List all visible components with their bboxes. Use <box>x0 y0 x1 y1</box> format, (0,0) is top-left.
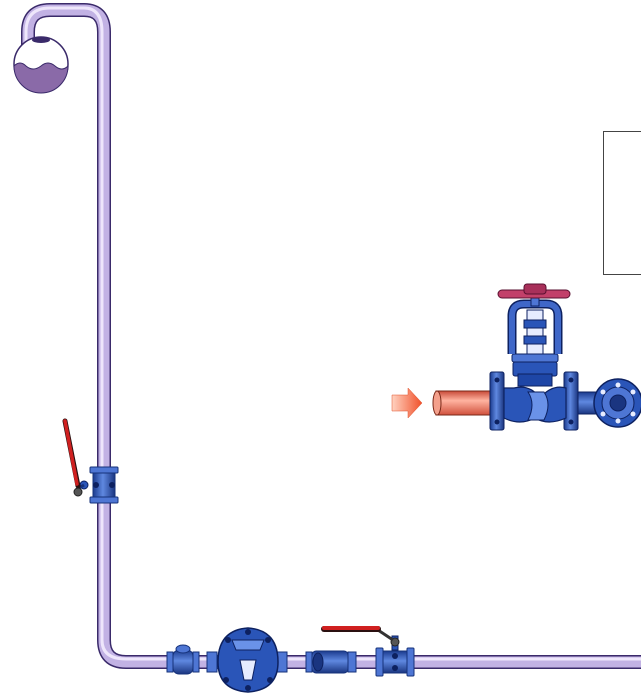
ball-valve-horizontal[interactable] <box>321 626 415 677</box>
flow-arrow-icon <box>391 387 423 419</box>
steam-pipe <box>432 390 493 416</box>
strainer-icon[interactable] <box>305 650 357 674</box>
check-valve-icon[interactable] <box>166 644 200 675</box>
downstream-fitting[interactable] <box>577 378 641 428</box>
lever-handle[interactable] <box>321 626 394 642</box>
lever-handle[interactable] <box>62 418 81 489</box>
ball-valve-vertical[interactable] <box>62 418 119 504</box>
receiver-tank-icon <box>13 36 69 94</box>
label-box <box>603 131 641 275</box>
condensate-pipe <box>21 3 641 669</box>
globe-valve-icon[interactable] <box>489 283 579 431</box>
steam-trap-icon[interactable] <box>206 627 288 693</box>
